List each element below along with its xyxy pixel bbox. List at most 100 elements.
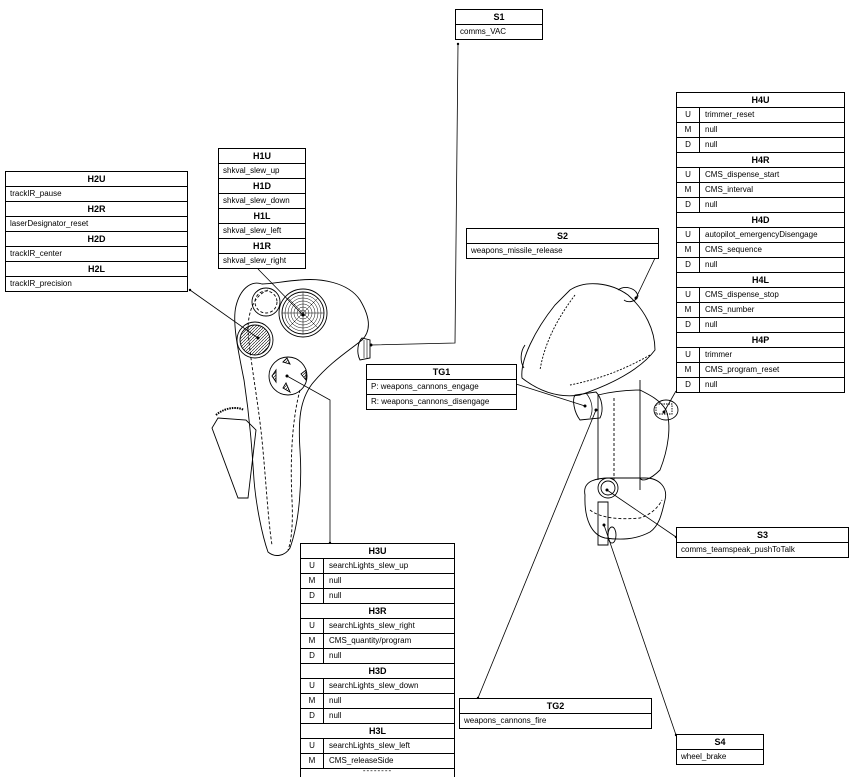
stick-body-inner-2 [287,389,301,551]
s2-button [617,287,639,303]
h1u-title: H1U [219,149,305,164]
h4p-title: H4P [677,333,844,348]
h4l-title: H4L [677,273,844,288]
s2-value: weapons_missile_release [467,244,658,259]
h1r-value: shkval_slew_right [219,254,305,269]
leader-tg1 [515,383,586,407]
h2r-title: H2R [6,202,187,217]
s3-button [597,477,619,499]
leader-h4 [663,390,677,413]
mode-key: M [677,183,700,197]
mode-value: searchLights_slew_up [329,561,409,570]
s4-value: wheel_brake [677,750,763,765]
s1-title: S1 [456,10,542,25]
leader-lines [189,43,677,736]
stick-body-inner [247,289,273,546]
tg1-release-value: R: weapons_cannons_disengage [367,395,516,410]
mode-key: D [301,589,324,603]
h2r-value: laserDesignator_reset [6,217,187,232]
tg1-title: TG1 [367,365,516,380]
h4r-title: H4R [677,153,844,168]
stick-grip-drawing [211,279,371,556]
h3-hat [268,356,308,396]
h2-hat [236,321,274,359]
s1-value: comms_VAC [456,25,542,40]
mode-key: D [677,198,700,212]
h2l-title: H2L [6,262,187,277]
mode-key: D [301,709,324,723]
s4-title: S4 [677,735,763,750]
h4-arm [639,389,670,481]
mode-key: U [677,288,700,302]
pinky-lever [211,417,257,499]
h3r-title: H3R [301,604,454,619]
mode-key: U [301,739,324,753]
mode-key: U [301,619,324,633]
mode-value: trimmer_reset [705,110,755,119]
leader-s2 [635,255,657,299]
mode-value: null [705,200,718,209]
tg1-trigger [357,337,371,361]
h3d-title: H3D [301,664,454,679]
h1d-value: shkval_slew_down [219,194,305,209]
leader-h2 [189,289,259,339]
s4-box: S4 wheel_brake [676,734,764,765]
mode-value: searchLights_slew_right [329,621,415,630]
upper-button [251,287,281,317]
h2-box: H2U trackIR_pause H2R laserDesignator_re… [5,171,188,292]
s3-box: S3 comms_teamspeak_pushToTalk [676,527,849,558]
mode-key: D [677,378,700,392]
leader-h3 [286,375,331,543]
h2d-title: H2D [6,232,187,247]
mode-value: CMS_sequence [705,245,762,254]
mode-value: CMS_dispense_stop [705,290,779,299]
mode-key: U [677,168,700,182]
s4-lever [597,501,609,546]
mode-key: D [301,649,324,663]
leader-tg2 [477,409,597,699]
h3-truncated-row: -------- [362,769,393,775]
h1-box: H1U shkval_slew_up H1D shkval_slew_down … [218,148,306,269]
mode-value: null [329,651,342,660]
h1l-value: shkval_slew_left [219,224,305,239]
mode-key: M [301,574,324,588]
h2u-value: trackIR_pause [6,187,187,202]
mode-value: null [705,320,718,329]
mode-key: D [677,138,700,152]
mode-key: M [677,363,700,377]
mode-key: M [301,754,324,768]
mode-value: CMS_number [705,305,755,314]
throttle-grip-drawing [520,283,679,546]
h3l-title: H3L [301,724,454,739]
mode-value: null [705,140,718,149]
mode-key: M [677,303,700,317]
throttle-base [584,477,667,540]
throttle-column [597,380,641,490]
h2l-value: trackIR_precision [6,277,187,292]
mode-value: trimmer [705,350,733,359]
tg1-press-value: P: weapons_cannons_engage [367,380,516,395]
mode-key: U [301,679,324,693]
tg2-value: weapons_cannons_fire [460,714,651,729]
mode-key: U [677,108,700,122]
leader-s4 [603,524,677,736]
leader-h1 [257,268,304,316]
mode-key: U [677,228,700,242]
pinky-lever-wheel [215,406,245,416]
